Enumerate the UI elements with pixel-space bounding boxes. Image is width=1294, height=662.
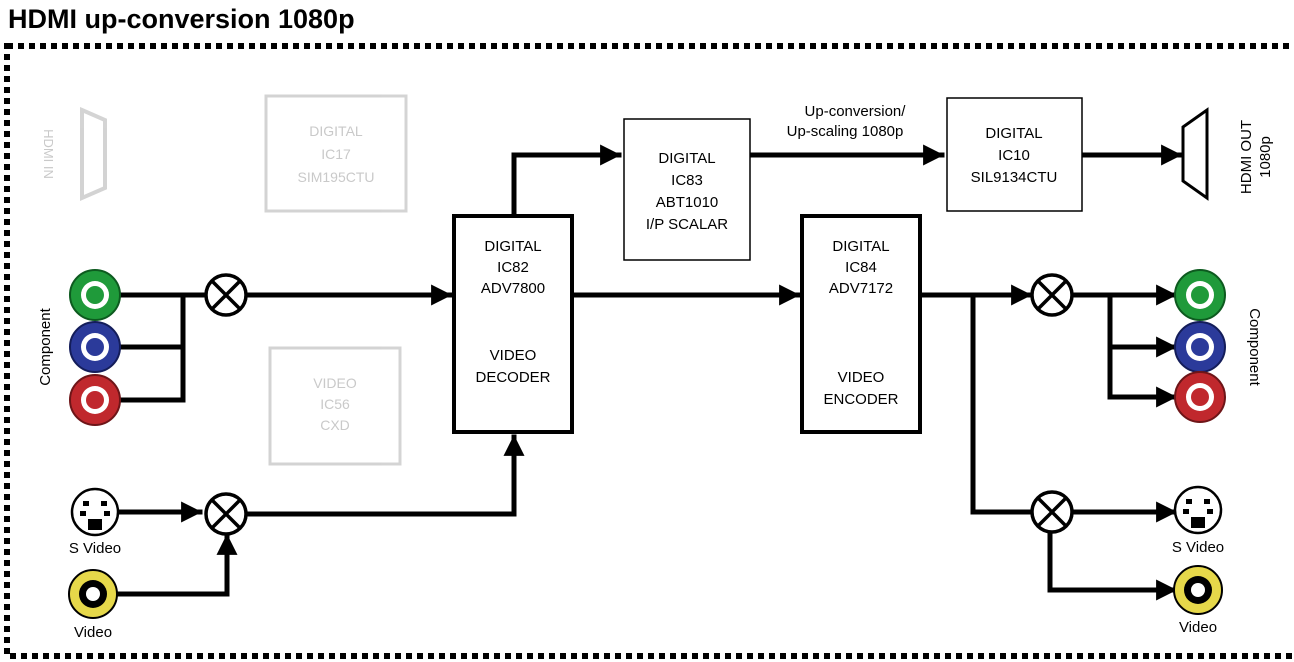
- jack-green-in: [69, 269, 121, 321]
- faded-elements: DIGITAL IC17 SIM195CTU VIDEO IC56 CXD HD…: [41, 94, 408, 466]
- ic82-line5: VIDEO: [490, 347, 537, 364]
- dashed-frame: [4, 43, 1294, 659]
- ic83-line1: DIGITAL: [658, 150, 715, 167]
- video-in-label: Video: [74, 624, 112, 641]
- ic84-line1: DIGITAL: [832, 238, 889, 255]
- jack-blue-out: [1174, 321, 1226, 373]
- svideo-in-connector: [70, 487, 120, 537]
- faded-ic17-line1: DIGITAL: [309, 123, 363, 139]
- ic82-line1: DIGITAL: [484, 238, 541, 255]
- faded-video-line3: CXD: [320, 417, 350, 433]
- faded-video-line1: VIDEO: [313, 375, 357, 391]
- ic83-line3: ABT1010: [656, 194, 719, 211]
- block-ic10: DIGITAL IC10 SIL9134CTU: [946, 97, 1083, 212]
- faded-video-block: [268, 346, 402, 466]
- jack-blue-in: [69, 321, 121, 373]
- ic82-line6: DECODER: [475, 369, 550, 386]
- block-ic83: DIGITAL IC83 ABT1010 I/P SCALAR: [623, 118, 751, 261]
- block-ic82: DIGITAL IC82 ADV7800 VIDEO DECODER: [452, 214, 574, 434]
- ic82-line3: ADV7800: [481, 280, 545, 297]
- faded-video-line2: IC56: [320, 396, 350, 412]
- jack-red-out: [1174, 371, 1226, 423]
- component-in-label: Component: [37, 307, 54, 385]
- ic83-line4: I/P SCALAR: [646, 216, 728, 233]
- faded-ic17-block: [264, 94, 408, 213]
- ic82-line2: IC82: [497, 259, 529, 276]
- mixer-svideo-out: [1030, 490, 1074, 534]
- faded-ic17-line2: IC17: [321, 146, 351, 162]
- component-out-label: Component: [1246, 308, 1263, 386]
- ic84-line6: ENCODER: [823, 391, 898, 408]
- upconversion-label-line2: Up-scaling 1080p: [787, 123, 904, 140]
- svideo-out-connector: [1173, 485, 1223, 535]
- faded-hdmi-in-label: HDMI IN: [41, 129, 56, 179]
- component-in-jacks: [69, 269, 121, 426]
- ic84-line3: ADV7172: [829, 280, 893, 297]
- page-title: HDMI up-conversion 1080p: [8, 4, 355, 34]
- svideo-in-label: S Video: [69, 540, 121, 557]
- jack-red-in: [69, 374, 121, 426]
- component-out-jacks: [1174, 269, 1226, 423]
- ic84-line5: VIDEO: [838, 369, 885, 386]
- block-ic84: DIGITAL IC84 ADV7172 VIDEO ENCODER: [800, 214, 922, 434]
- hdmi-out-label-line2: 1080p: [1257, 136, 1274, 178]
- mixer-symbols: [204, 273, 1074, 536]
- ic10-line1: DIGITAL: [985, 125, 1042, 142]
- ic10-line3: SIL9134CTU: [971, 169, 1058, 186]
- mixer-component-in: [204, 273, 248, 317]
- ic83-line2: IC83: [671, 172, 703, 189]
- faded-ic17-line3: SIM195CTU: [297, 169, 374, 185]
- faded-hdmi-in-connector: [80, 106, 107, 202]
- svideo-out-label: S Video: [1172, 539, 1224, 556]
- mixer-svideo-in: [204, 492, 248, 536]
- video-out-jack: [1173, 565, 1223, 615]
- jack-green-out: [1174, 269, 1226, 321]
- ic10-line2: IC10: [998, 147, 1030, 164]
- video-out-label: Video: [1179, 619, 1217, 636]
- mixer-component-out: [1030, 273, 1074, 317]
- left-connections: [114, 144, 1183, 597]
- hdmi-out-label-line1: HDMI OUT: [1238, 120, 1255, 194]
- video-in-jack: [68, 569, 118, 619]
- upconversion-label-line1: Up-conversion/: [805, 103, 907, 120]
- hdmi-out-connector: [1181, 107, 1209, 201]
- ic84-line2: IC84: [845, 259, 877, 276]
- right-connections: [917, 284, 1178, 601]
